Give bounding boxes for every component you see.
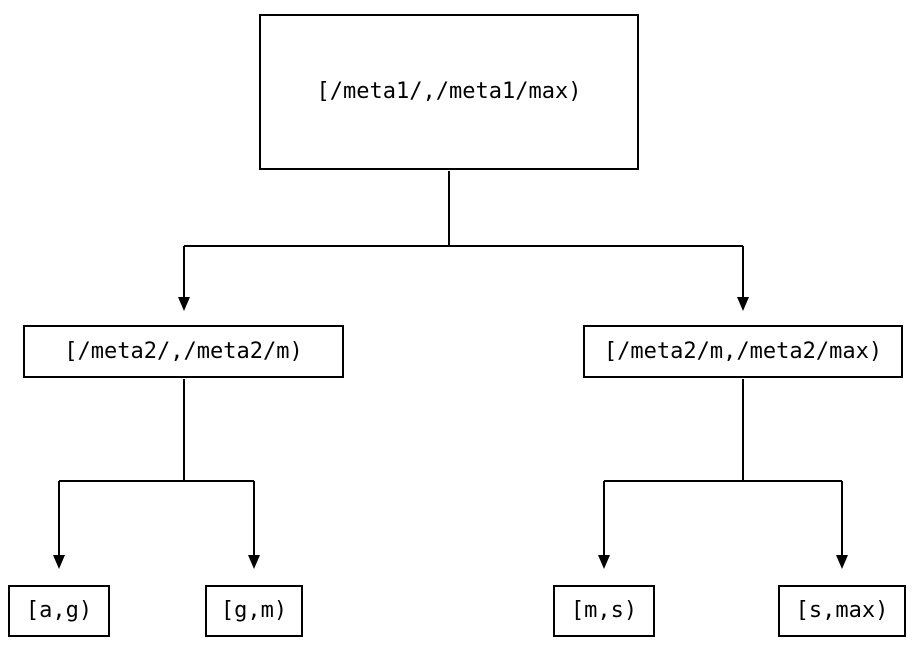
node-leaf-m-s: [m,s)	[553, 585, 655, 637]
node-leaf-g-m: [g,m)	[205, 585, 303, 637]
arrow-down-icon	[178, 297, 190, 311]
node-right-interval: [/meta2/m,/meta2/max)	[583, 325, 903, 378]
node-label: [/meta2/,/meta2/m)	[64, 338, 303, 364]
node-label: [m,s)	[570, 598, 638, 623]
arrow-down-icon	[598, 555, 610, 569]
node-label: [a,g)	[25, 598, 93, 623]
arrow-down-icon	[836, 555, 848, 569]
node-left-interval: [/meta2/,/meta2/m)	[23, 325, 344, 378]
node-label: [/meta2/m,/meta2/max)	[603, 338, 883, 364]
edge-right-children	[598, 379, 848, 569]
arrow-down-icon	[248, 555, 260, 569]
node-label: [s,max)	[795, 598, 889, 623]
node-leaf-a-g: [a,g)	[8, 585, 110, 637]
arrow-down-icon	[737, 297, 749, 311]
arrow-down-icon	[53, 555, 65, 569]
node-leaf-s-max: [s,max)	[778, 585, 906, 637]
edge-root-children	[178, 171, 749, 311]
node-label: [/meta1/,/meta1/max)	[316, 79, 582, 104]
edge-left-children	[53, 379, 260, 569]
node-label: [g,m)	[220, 598, 288, 623]
node-root-interval: [/meta1/,/meta1/max)	[259, 14, 639, 170]
